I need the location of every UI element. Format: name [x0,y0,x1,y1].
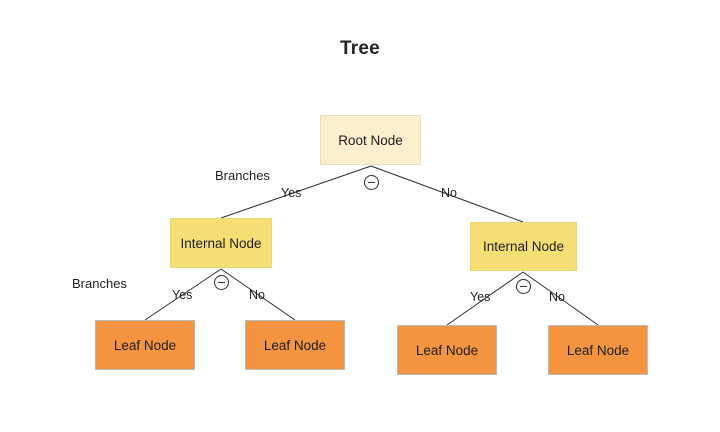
minus-bar [368,182,375,183]
group-label-branches-1: Branches [215,168,270,183]
edge-label-yes-1: Yes [281,186,302,200]
tree-node-int-l[interactable]: Internal Node [170,218,272,268]
edge-label-no-2: No [249,288,265,302]
tree-node-leaf-1[interactable]: Leaf Node [95,320,195,370]
minus-circle-icon[interactable] [364,175,379,190]
tree-node-int-r[interactable]: Internal Node [470,222,577,271]
edge-label-yes-3: Yes [470,290,491,304]
tree-node-leaf-2[interactable]: Leaf Node [245,320,345,370]
tree-node-label: Root Node [338,132,403,148]
tree-node-leaf-3[interactable]: Leaf Node [397,325,497,375]
minus-circle-icon[interactable] [214,275,229,290]
page-title: Tree [340,38,380,59]
tree-node-label: Internal Node [180,235,262,251]
minus-circle-icon[interactable] [516,279,531,294]
tree-node-label: Leaf Node [113,337,177,353]
edge-label-no-1: No [441,186,457,200]
tree-node-label: Leaf Node [415,342,479,358]
edge-label-yes-2: Yes [172,288,193,302]
tree-node-root[interactable]: Root Node [320,115,421,165]
minus-bar [218,282,225,283]
edge-label-no-3: No [549,290,565,304]
group-label-branches-2: Branches [72,276,127,291]
tree-node-label: Leaf Node [263,337,327,353]
tree-node-leaf-4[interactable]: Leaf Node [548,325,648,375]
tree-node-label: Leaf Node [566,342,630,358]
tree-node-label: Internal Node [482,239,565,254]
minus-bar [520,286,527,287]
